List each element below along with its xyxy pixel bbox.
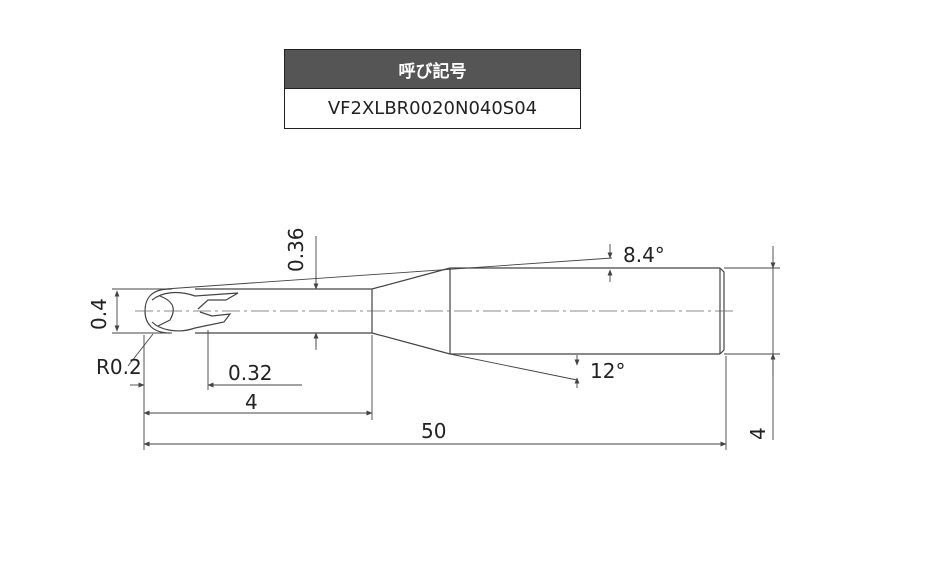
taper-angle-label: 8.4°	[623, 243, 665, 267]
taper-top	[371, 267, 451, 290]
overall-length-label: 50	[421, 419, 446, 443]
dimension-lines	[112, 236, 780, 450]
corner-radius-label: R0.2	[96, 355, 142, 379]
shank-diameter-label: 4	[746, 427, 770, 440]
taper-bottom	[371, 332, 451, 355]
neck-length-label: 4	[245, 390, 258, 414]
dimension-labels: 0.36 0.4 R0.2 0.32 4 50 4 8.4° 12°	[87, 227, 770, 443]
cutting-edge-1	[151, 291, 239, 310]
neck-angle-ref	[449, 353, 578, 381]
designation-value: VF2XLBR0020N040S04	[327, 97, 538, 119]
designation-header: 呼び記号	[285, 50, 580, 89]
neck-diameter-label: 0.36	[284, 227, 308, 272]
cutting-edge-3	[157, 295, 174, 327]
taper-angle-ref	[164, 257, 613, 290]
ball-diameter-label: 0.4	[87, 298, 111, 330]
neck-taper-angle-label: 12°	[590, 359, 625, 383]
radius-leader	[127, 333, 154, 367]
cutting-edge-2	[151, 311, 232, 332]
designation-table: 呼び記号 VF2XLBR0020N040S04	[284, 49, 581, 129]
flute-length-label: 0.32	[228, 361, 273, 385]
